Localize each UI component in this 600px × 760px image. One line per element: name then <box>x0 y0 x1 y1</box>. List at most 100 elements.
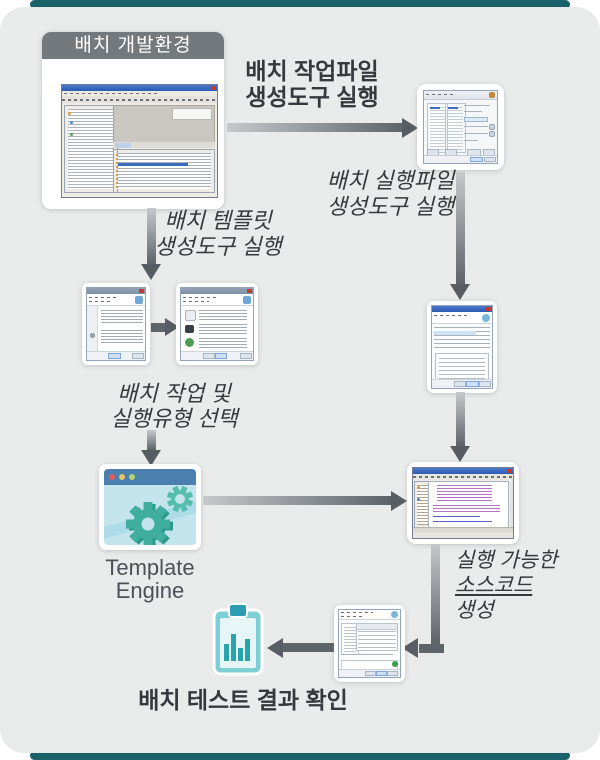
job-file-dialog-screenshot <box>423 90 498 164</box>
editor-code-area <box>428 481 509 528</box>
dialog2-wizard-icon <box>482 314 490 322</box>
arrow-exec-file-shaft <box>456 172 465 284</box>
wizard1-icon <box>135 296 143 304</box>
label-job-file-tool: 배치 작업파일 생성도구 실행 <box>232 58 392 110</box>
ide-editor-area <box>113 105 215 143</box>
wizard2-option2-text <box>199 324 247 334</box>
xml-code-block2 <box>433 505 501 514</box>
globe-type-icon <box>185 338 194 347</box>
test-result-card <box>334 605 405 682</box>
label-job-file-line1: 배치 작업파일 <box>245 58 379 84</box>
wizard2-header <box>181 294 253 306</box>
label-job-select-line1: 배치 작업 및 <box>117 381 231 406</box>
green-dot-icon <box>129 474 135 480</box>
dialog3-ok-button <box>376 671 387 676</box>
arrow-result-head <box>267 638 283 658</box>
label-source-line1: 실행 가능한 <box>455 549 558 572</box>
browser-body <box>104 485 196 545</box>
ide-row-icons <box>116 154 118 189</box>
dialog1-list-left-sel <box>430 107 440 109</box>
label-source-line2: 소스코드 <box>455 574 533 597</box>
arrow-exec-file-head <box>450 284 470 300</box>
wizard2-next-button <box>215 353 227 359</box>
label-template-line2: 생성도구 실행 <box>154 234 282 259</box>
editor-titlebar <box>413 468 513 474</box>
dialog1-combo1 <box>464 126 488 127</box>
clipboard-chart-icon <box>212 603 264 676</box>
ide-screenshot <box>61 84 218 198</box>
dialog1-input <box>464 117 488 122</box>
wizard1-option-icon <box>90 333 95 338</box>
wizard-step1-card <box>82 283 150 365</box>
dialog1-list-right <box>445 103 466 153</box>
dialog1-field3 <box>464 140 478 141</box>
dialog1-footer <box>424 155 497 163</box>
close-icon <box>139 289 144 293</box>
ide-selected-row <box>118 163 188 166</box>
dialog1-browse2-button <box>489 131 495 137</box>
wizard1-sidebar <box>87 306 98 351</box>
dialog2-header <box>432 312 492 324</box>
dialog3-app-icon <box>391 611 398 618</box>
wizard2-option3-text <box>199 338 247 348</box>
label-test-result: 배치 테스트 결과 확인 <box>138 687 348 713</box>
yellow-dot-icon <box>119 474 125 480</box>
dialog2-group-box <box>435 353 489 385</box>
wizard2-icon <box>243 296 251 304</box>
dev-env-card: 배치 개발환경 <box>42 32 224 209</box>
ide-tab-strip <box>113 142 215 148</box>
template-engine-icon <box>99 464 201 550</box>
close-icon <box>211 86 216 90</box>
dialog1-field1 <box>464 105 490 106</box>
dialog3-table-header <box>357 624 397 630</box>
arrow-bend-vertical <box>431 544 440 644</box>
arrow-wizard-head <box>165 318 179 336</box>
editor-toolbar <box>413 474 513 480</box>
arrow-wizard-shaft <box>151 323 165 332</box>
dialog3-table-rows <box>358 631 396 649</box>
dialog1-field2 <box>464 111 482 112</box>
wizard2-subtitle-text <box>183 301 209 302</box>
dialog3-close-button <box>387 671 398 676</box>
ide-menu-text <box>64 93 157 94</box>
label-engine-line1: Template <box>105 555 195 580</box>
package-icon <box>70 133 73 136</box>
editor-scrollbar <box>510 481 513 528</box>
red-dot-icon <box>109 474 115 480</box>
label-exec-file-line2: 생성도구 실행 <box>326 194 455 219</box>
dialog1-combo2 <box>464 133 488 134</box>
wizard1-next-button <box>108 353 121 359</box>
wizard-step1-screenshot <box>86 287 146 361</box>
wizard1-title-text <box>89 297 119 298</box>
label-source-line3: 생성 <box>455 599 494 622</box>
ide-outline-box <box>172 108 212 120</box>
exec-config-card <box>427 301 497 393</box>
arrow-template-head <box>141 264 161 280</box>
ide-menubar <box>62 91 217 96</box>
xml-code-blue-line <box>433 520 493 522</box>
dialog1-title-text <box>426 94 456 95</box>
dialog1-cancel-button <box>484 157 496 162</box>
ide-config-list <box>113 149 215 193</box>
label-exec-file-tool: 배치 실행파일 생성도구 실행 <box>318 168 463 220</box>
wizard1-footer <box>87 351 145 360</box>
dialog3-header <box>339 610 400 620</box>
label-template-engine: Template Engine <box>88 556 212 602</box>
label-engine-line2: Engine <box>115 578 185 603</box>
wizard2-title-text <box>183 297 217 298</box>
dialog1-browse1-button <box>489 124 495 130</box>
source-editor-card <box>407 462 519 544</box>
dialog3-footer <box>339 669 400 677</box>
xml-node-icon <box>417 498 420 501</box>
close-icon <box>486 307 491 311</box>
arrow-template-shaft <box>147 208 156 264</box>
top-accent-bar <box>30 0 570 9</box>
dialog2-back-button <box>454 381 466 387</box>
success-status-icon <box>392 661 398 667</box>
label-job-file-line2: 생성도구 실행 <box>245 84 379 110</box>
wizard1-subtitle-text <box>89 301 113 302</box>
dialog3-title-text <box>341 612 373 613</box>
wizard2-back-button <box>203 353 215 359</box>
close-icon <box>247 289 252 293</box>
arrow-bend-horizontal <box>419 644 444 653</box>
